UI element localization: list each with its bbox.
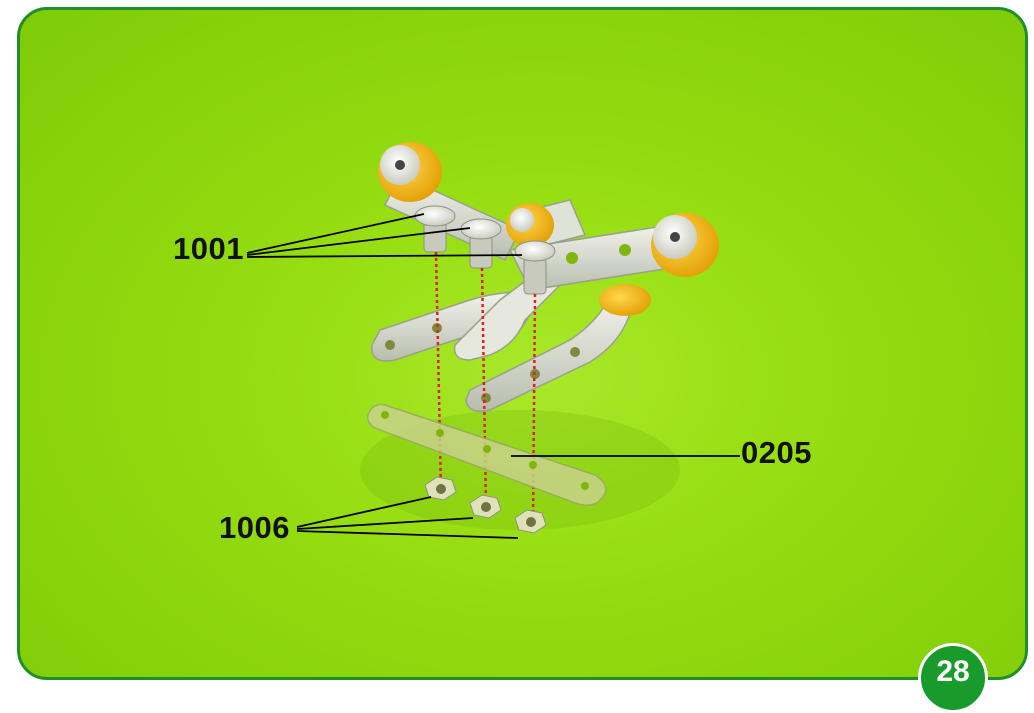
page-number-badge: 28 bbox=[918, 643, 988, 713]
wheel-lower-right bbox=[599, 284, 651, 316]
assembly-illustration bbox=[0, 0, 1034, 685]
wheel-right bbox=[651, 213, 719, 277]
wheel-top-left bbox=[378, 142, 442, 202]
part-label-nut: 1006 bbox=[219, 512, 290, 543]
part-label-screw: 1001 bbox=[173, 233, 244, 264]
part-label-strip: 0205 bbox=[741, 437, 812, 468]
wheel-center bbox=[506, 203, 554, 247]
page-number: 28 bbox=[921, 655, 985, 689]
